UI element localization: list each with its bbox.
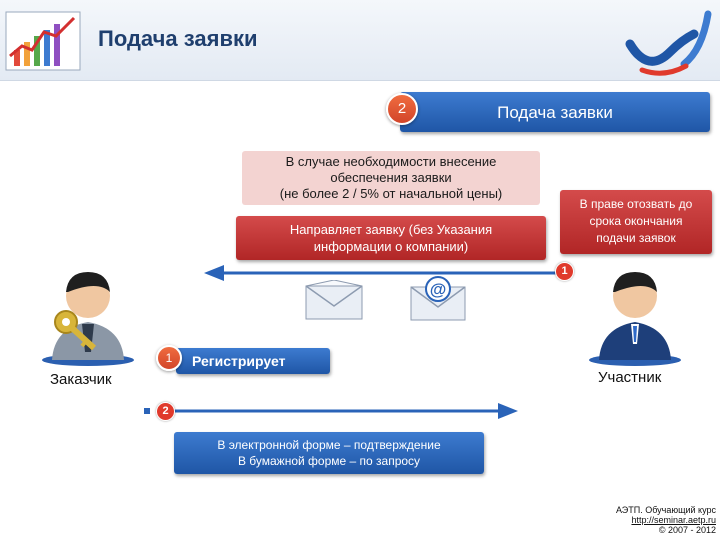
customer-label: Заказчик <box>50 371 112 388</box>
page-title: Подача заявки <box>98 26 258 52</box>
register-number: 1 <box>166 351 173 365</box>
step-banner: Подача заявки <box>400 92 710 132</box>
register-number-icon: 1 <box>156 345 182 371</box>
arrow-badge-1: 1 <box>555 262 574 281</box>
participant-avatar-icon <box>585 262 685 367</box>
participant-label: Участник <box>598 369 661 386</box>
register-box: Регистрирует <box>176 348 330 374</box>
send-note: Направляет заявку (без Указания информац… <box>236 216 546 260</box>
confirmation-note-line-1: В электронной форме – подтверждение <box>174 437 484 453</box>
key-icon <box>52 308 100 352</box>
email-envelope-icon: @ <box>410 275 466 321</box>
send-note-line-2: информации о компании) <box>236 238 546 255</box>
step-banner-label: Подача заявки <box>400 103 710 123</box>
growth-chart-icon <box>4 10 82 72</box>
footer-course: АЭТП. Обучающий курс <box>556 505 716 515</box>
confirmation-arrow-right <box>140 400 522 422</box>
envelope-icon <box>305 280 363 320</box>
security-note-line-2: обеспечения заявки <box>242 170 540 186</box>
register-label: Регистрирует <box>192 353 285 369</box>
security-note-line-3: (не более 2 / 5% от начальной цены) <box>242 186 540 202</box>
send-note-line-1: Направляет заявку (без Указания <box>236 221 546 238</box>
step-banner-number-icon: 2 <box>386 93 418 125</box>
svg-text:@: @ <box>430 280 447 299</box>
arrow-badge-2: 2 <box>156 402 175 421</box>
footer: АЭТП. Обучающий курс http://seminar.aetp… <box>556 505 716 535</box>
footer-copyright: © 2007 - 2012 <box>556 525 716 535</box>
withdraw-note-line-2: срока окончания <box>560 213 712 230</box>
withdraw-note-line-1: В праве отозвать до <box>560 196 712 213</box>
swoosh-logo-icon <box>624 4 716 78</box>
submission-arrow-left <box>200 262 576 284</box>
step-banner-number: 2 <box>398 100 406 117</box>
withdraw-note-line-3: подачи заявок <box>560 230 712 247</box>
withdraw-note: В праве отозвать до срока окончания пода… <box>560 190 712 254</box>
confirmation-note-line-2: В бумажной форме – по запросу <box>174 453 484 469</box>
confirmation-note: В электронной форме – подтверждение В бу… <box>174 432 484 474</box>
footer-url[interactable]: http://seminar.aetp.ru <box>556 515 716 525</box>
security-note-line-1: В случае необходимости внесение <box>242 154 540 170</box>
security-note: В случае необходимости внесение обеспече… <box>242 151 540 205</box>
